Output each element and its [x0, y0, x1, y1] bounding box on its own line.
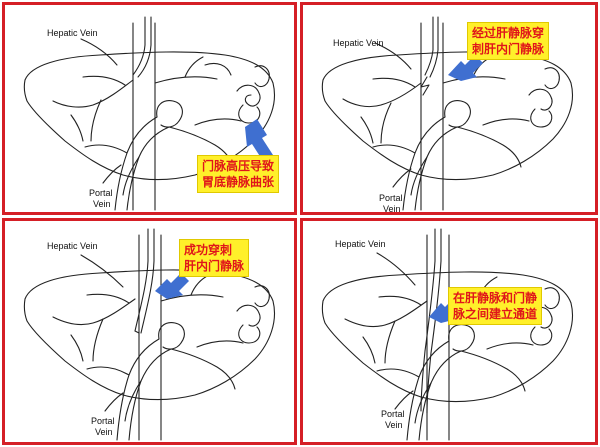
- callout-puncture: 经过肝静脉穿 刺肝内门静脉: [467, 22, 550, 60]
- callout-line: 在肝静脉和门静: [453, 291, 538, 305]
- arrow-indicator: [155, 273, 189, 299]
- portal-vein-label-line2: Vein: [95, 427, 113, 437]
- liver-diagram: [23, 228, 276, 441]
- panel-3-success: Hepatic Vein Portal Vein 成功穿刺 肝内门静脉: [2, 218, 297, 445]
- arrow-indicator: [245, 119, 273, 161]
- callout-success: 成功穿刺 肝内门静脉: [179, 239, 250, 277]
- callout-channel: 在肝静脉和门静 脉之间建立通道: [448, 287, 543, 325]
- portal-vein-label-line1: Portal: [89, 188, 113, 198]
- hepatic-vein-label: Hepatic Vein: [333, 38, 384, 48]
- liver-diagram: [321, 228, 574, 441]
- callout-line: 脉之间建立通道: [453, 307, 538, 321]
- portal-vein-label-line2: Vein: [93, 199, 111, 209]
- callout-varices: 门脉高压导致 胃底静脉曲张: [197, 155, 280, 193]
- arrow-indicator: [448, 55, 483, 81]
- panel-4-channel: Hepatic Vein Portal Vein 在肝静脉和门静 脉之间建立通道: [300, 218, 598, 445]
- hepatic-vein-label: Hepatic Vein: [47, 28, 98, 38]
- callout-line: 刺肝内门静脉: [472, 42, 545, 56]
- liver-diagram: [321, 16, 574, 211]
- hepatic-vein-label: Hepatic Vein: [47, 241, 98, 251]
- hepatic-vein-label: Hepatic Vein: [335, 239, 386, 249]
- callout-line: 经过肝静脉穿: [472, 26, 545, 40]
- portal-vein-label-line1: Portal: [381, 409, 405, 419]
- portal-vein-label-line1: Portal: [91, 416, 115, 426]
- portal-vein-label-line2: Vein: [383, 204, 401, 214]
- callout-line: 门脉高压导致: [202, 159, 275, 173]
- panel-1-varices: Hepatic Vein Portal Vein 门脉高压导致 胃底静脉曲张: [2, 2, 297, 215]
- panel-2-puncture: Hepatic Vein Portal Vein 经过肝静脉穿 刺肝内门静脉: [300, 2, 598, 215]
- callout-line: 胃底静脉曲张: [202, 175, 275, 189]
- portal-vein-label-line2: Vein: [385, 420, 403, 430]
- portal-vein-label-line1: Portal: [379, 193, 403, 203]
- callout-line: 成功穿刺: [184, 243, 233, 257]
- callout-line: 肝内门静脉: [184, 259, 245, 273]
